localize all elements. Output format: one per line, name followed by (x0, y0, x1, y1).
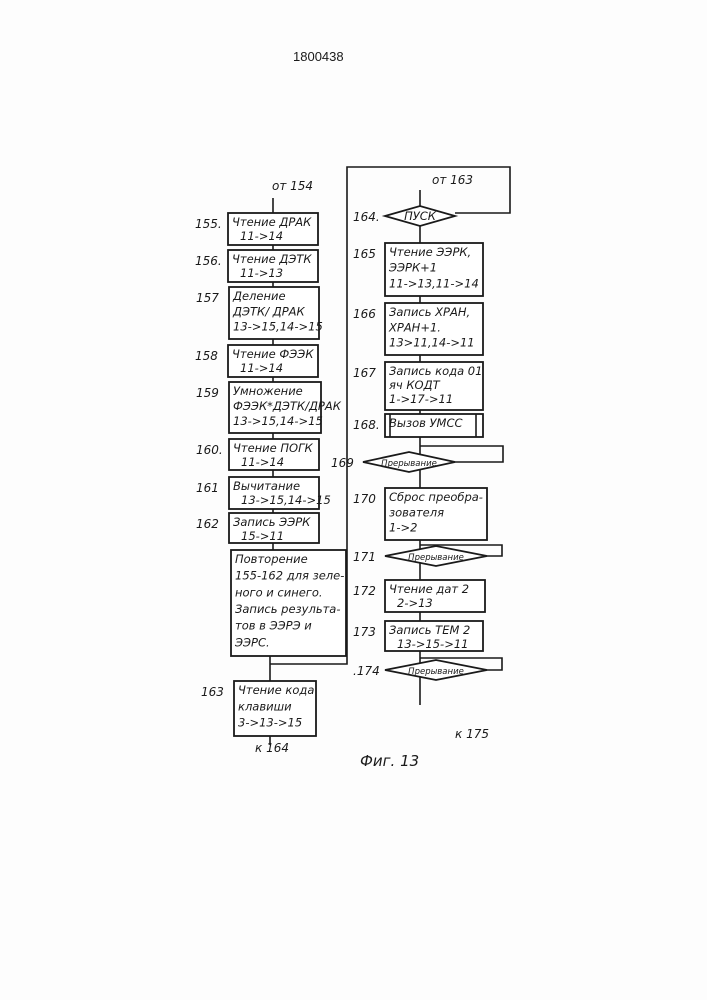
step-text-line: зователя (389, 505, 444, 519)
step-number: 160. (196, 443, 223, 457)
flow-node-165: 165 Чтение ЭЭРК, ЭЭРК+111->13,11->14 (353, 243, 483, 296)
step-text-line: ФЭЭК*ДЭТК/ДРАК (233, 399, 342, 413)
step-text-line: Чтение кода (238, 683, 314, 697)
step-text-line: Чтение ДРАК (232, 215, 312, 229)
flow-node-162: 162 Запись ЭЭРК15->11 (196, 513, 319, 543)
flow-node-169: 169 Прерывание (331, 452, 455, 472)
step-text-line: Прерывание (381, 459, 437, 469)
flow-node-160: 160. Чтение ПОГК11->14 (196, 439, 319, 470)
flow-node-174: .174 Прерывание (353, 660, 487, 680)
flow-node-156: 156. Чтение ДЭТК11->13 (195, 250, 318, 282)
step-text-line: 15->11 (241, 529, 284, 543)
step-text-line: 13->15,14->15 (241, 493, 331, 507)
step-text-line: Чтение ПОГК (233, 441, 313, 455)
figure-caption: Фиг. 13 (360, 752, 419, 770)
step-number: 161 (196, 481, 219, 495)
step-text-line: 13->15,14->15 (233, 320, 323, 334)
step-text-line: Сброс преобра- (389, 490, 483, 504)
step-number: 163 (201, 685, 224, 699)
step-text-line: яч КОДТ (389, 378, 441, 392)
step-number: 164. (353, 210, 380, 224)
step-text-line: 2->13 (397, 596, 433, 610)
step-number: 162 (196, 517, 219, 531)
left-exit-label: к 164 (255, 741, 289, 755)
step-text-line: 13->15->11 (397, 637, 468, 651)
step-text-line: Чтение ЭЭРК, (389, 245, 471, 259)
step-text-line: Умножение (233, 384, 303, 398)
step-text-line: клавиши (238, 699, 292, 713)
step-text-line: ДЭТК/ ДРАК (232, 304, 306, 318)
step-text-line: Запись ТЕМ 2 (389, 623, 470, 637)
step-number: 171 (353, 550, 376, 564)
step-text-line: Деление (232, 289, 286, 303)
step-text-line: ХРАН+1. (388, 320, 441, 334)
step-number: 157 (196, 291, 219, 305)
step-number: 170 (353, 492, 376, 506)
step-text-line: Повторение (235, 552, 308, 566)
flow-node-158: 158 Чтение ФЭЭК11->14 (195, 345, 318, 377)
flow-node-163: 163 Чтение кода клавиши 3->13->15 (201, 681, 316, 736)
step-text-line: 11->13,11->14 (389, 276, 479, 290)
step-text-line: Чтение ДЭТК (232, 252, 312, 266)
step-text-line: 11->14 (240, 229, 283, 243)
step-number: 169 (331, 456, 354, 470)
step-text-line: 11->13 (240, 266, 283, 280)
flow-node-171: 171 Прерывание (353, 546, 487, 566)
step-text-line: тов в ЭЭРЭ и (235, 619, 312, 633)
step-text-line: 1->2 (389, 521, 417, 535)
step-number: 172 (353, 584, 376, 598)
step-text-line: Прерывание (408, 553, 464, 563)
step-text-line: Запись ХРАН, (389, 305, 470, 319)
step-number: 165 (353, 247, 376, 261)
step-number: .174 (353, 664, 380, 678)
right-entry-label: от 163 (432, 173, 473, 187)
step-text-line: Чтение дат 2 (389, 582, 469, 596)
flow-node-167: 167 Запись кода 01яч КОДТ1->17->11 (353, 362, 483, 410)
step-text-line: 3->13->15 (238, 716, 302, 730)
step-text-line: Запись кода 01 (389, 364, 482, 378)
step-number: 158 (195, 349, 218, 363)
left-entry-label: от 154 (272, 179, 313, 193)
step-text-line: ного и синего. (235, 585, 323, 599)
step-text-line: Вычитание (233, 479, 300, 493)
step-number: 156. (195, 254, 222, 268)
flow-node-155: 155. Чтение ДРАК11->14 (195, 213, 318, 245)
step-number: 155. (195, 217, 222, 231)
step-text-line: ЭЭРК+1 (388, 261, 437, 275)
flow-node-170: 170 Сброс преобра-зователя 1->2 (353, 488, 487, 540)
flow-node-166: 166 Запись ХРАН,ХРАН+1. 13>11,14->11 (353, 303, 483, 355)
step-text-line: Запись ЭЭРК (233, 515, 311, 529)
flow-node-rep: Повторение 155-162 для зеле-ного и синего… (231, 550, 346, 656)
step-number: 159 (196, 386, 219, 400)
step-text-line: 155-162 для зеле- (235, 569, 344, 583)
step-text-line: Прерывание (408, 667, 464, 677)
flow-node-168: 168. Вызов УМСС (353, 414, 483, 437)
flow-node-173: 173 Запись ТЕМ 213->15->11 (353, 621, 483, 651)
step-number: 173 (353, 625, 376, 639)
step-number: 167 (353, 366, 376, 380)
flow-node-172: 172 Чтение дат 22->13 (353, 580, 485, 612)
step-text-line: Запись результа- (235, 602, 341, 616)
step-text-line: Чтение ФЭЭК (232, 347, 314, 361)
step-number: 166 (353, 307, 376, 321)
step-text-line: Вызов УМСС (389, 416, 463, 430)
step-text-line: 13->15,14->15 (233, 414, 323, 428)
flow-node-164: 164. ПУСК (353, 206, 455, 226)
step-text-line: 13>11,14->11 (389, 336, 475, 350)
step-text-line: 11->14 (240, 361, 283, 375)
flow-node-157: 157 ДелениеДЭТК/ ДРАК 13->15,14->15 (196, 287, 323, 339)
step-text-line: ПУСК (404, 209, 437, 223)
document-number: 1800438 (293, 49, 344, 64)
flow-node-161: 161 Вычитание13->15,14->15 (196, 477, 331, 509)
step-text-line: 1->17->11 (389, 392, 453, 406)
step-text-line: 11->14 (241, 455, 284, 469)
right-exit-label: к 175 (455, 727, 489, 741)
step-text-line: ЭЭРС. (234, 635, 270, 649)
step-number: 168. (353, 418, 380, 432)
flow-node-159: 159 УмножениеФЭЭК*ДЭТК/ДРАК13->15,14->15 (196, 382, 342, 433)
